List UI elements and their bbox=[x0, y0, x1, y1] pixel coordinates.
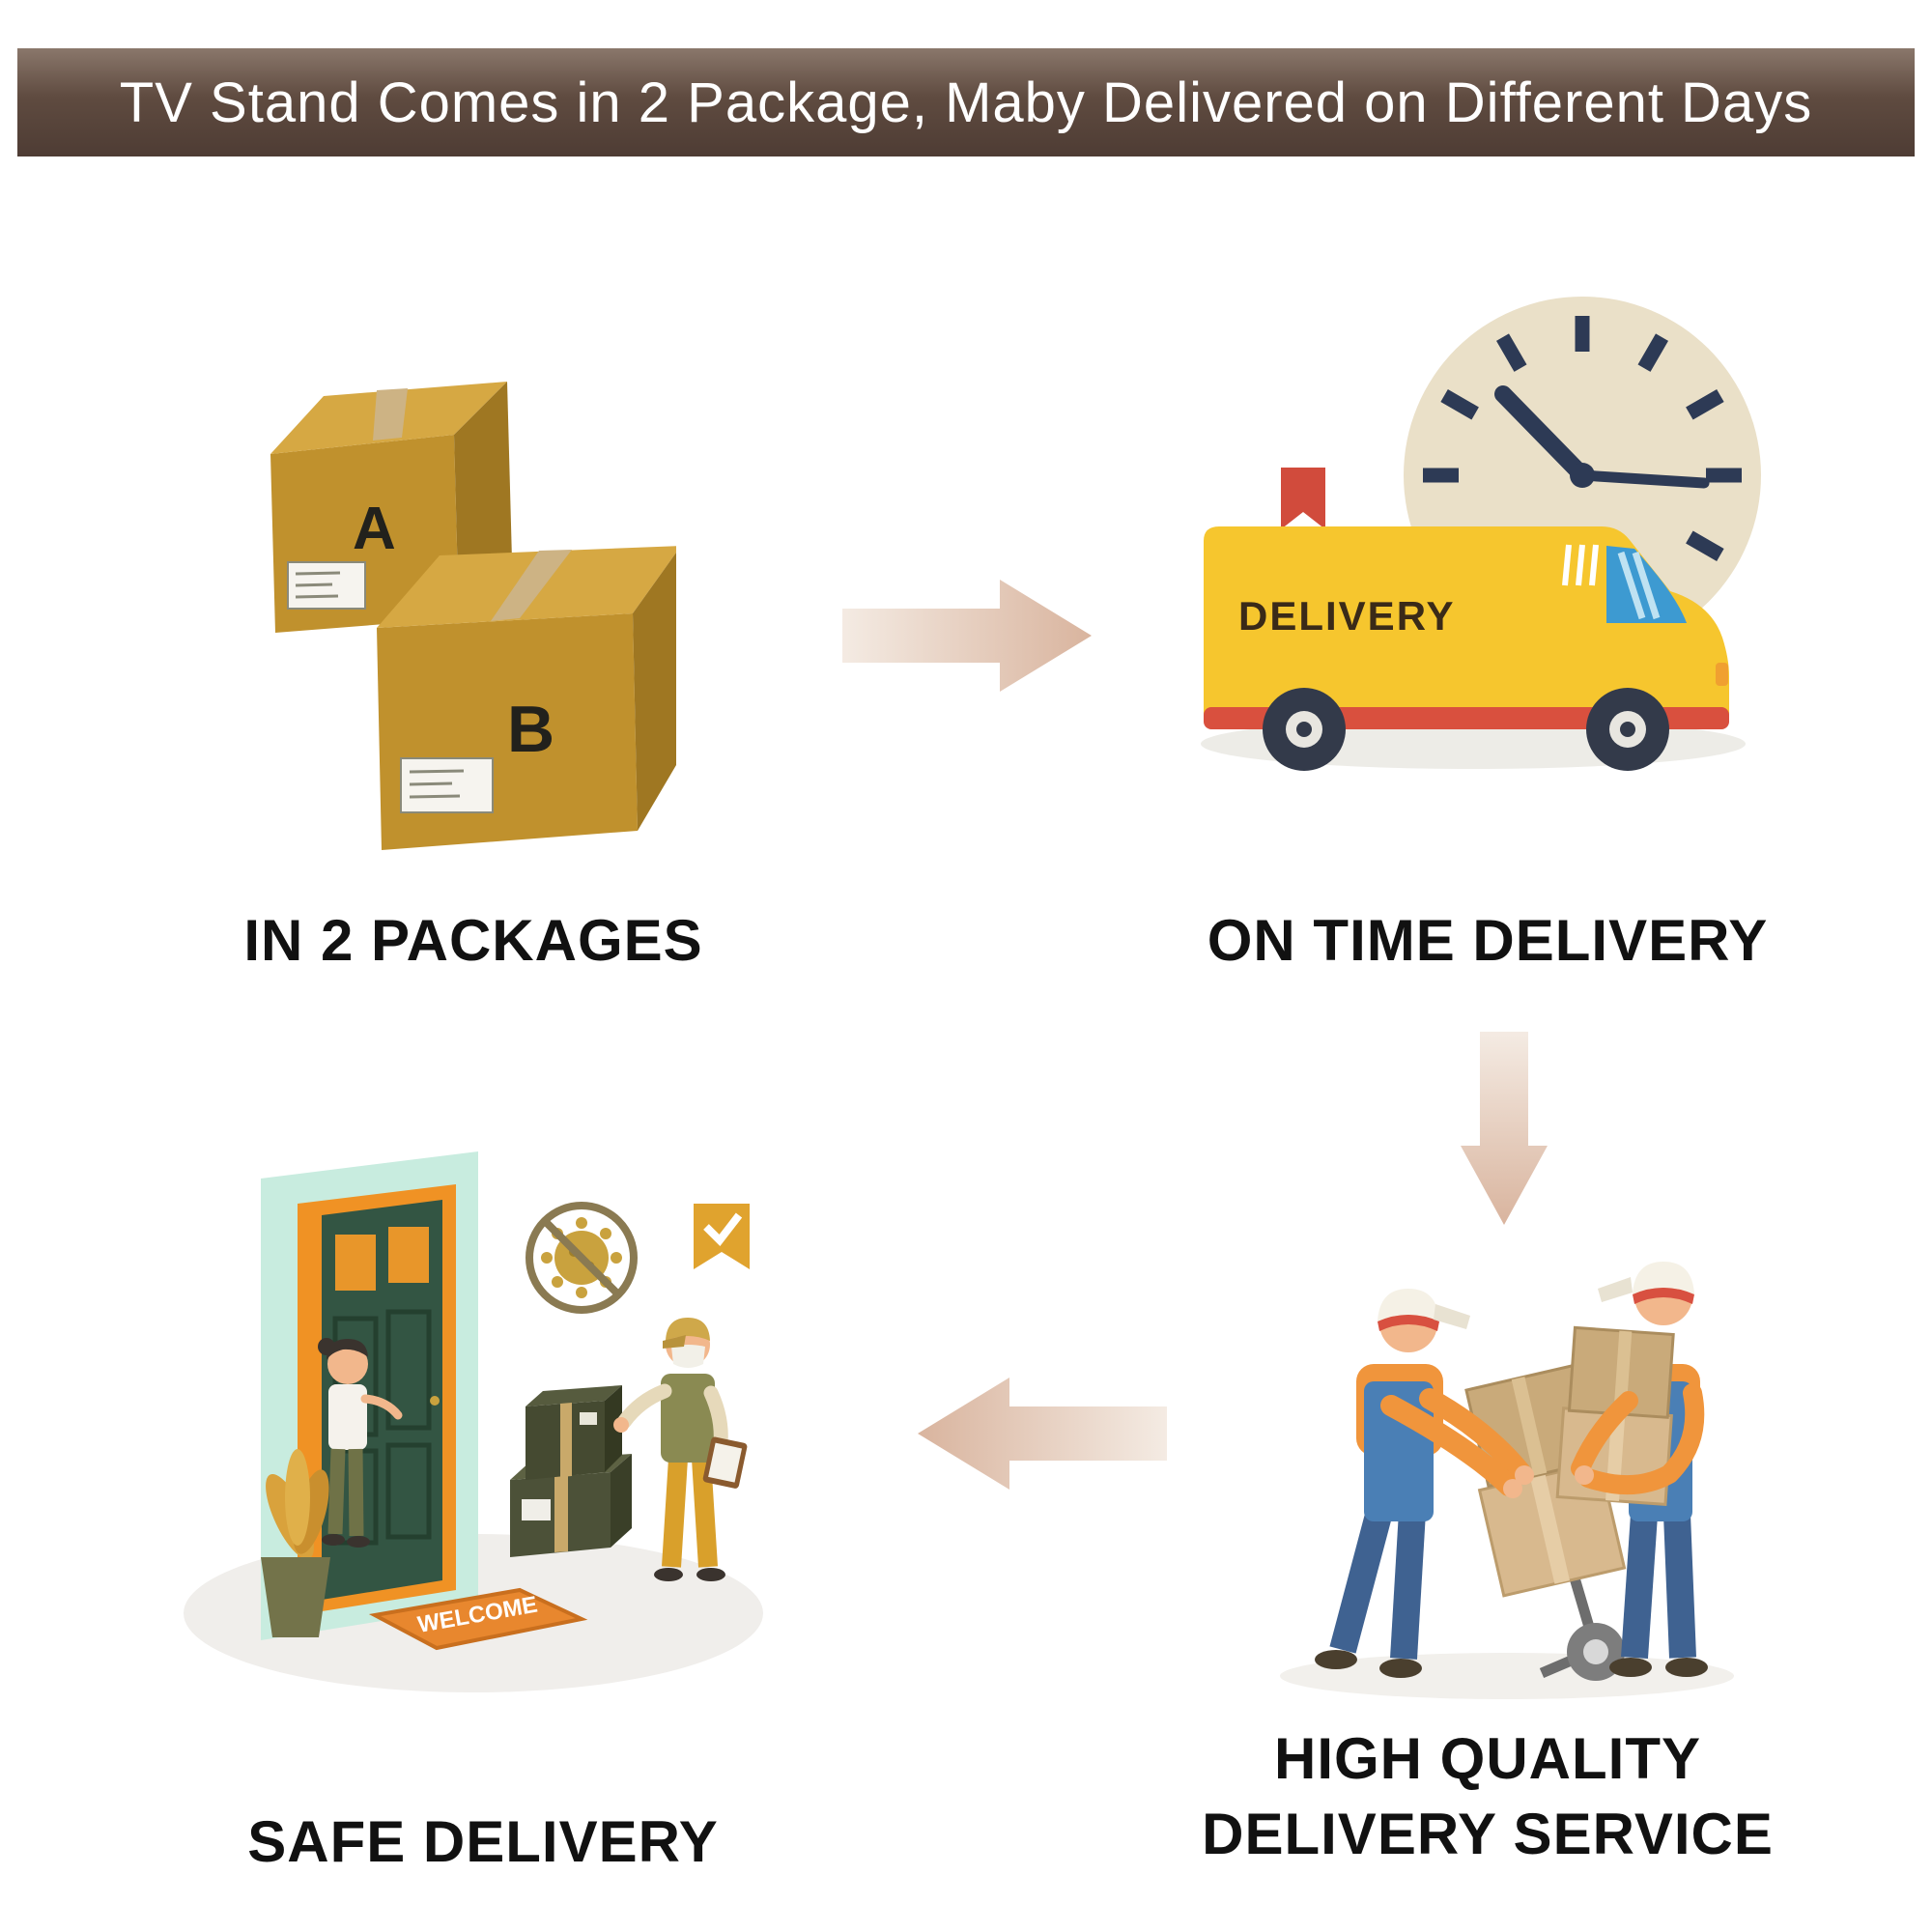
cap-icon bbox=[666, 1318, 710, 1341]
box-b: B bbox=[377, 546, 676, 850]
face-mask-icon bbox=[671, 1345, 705, 1368]
worker-carrying bbox=[1555, 1262, 1708, 1677]
header-banner: TV Stand Comes in 2 Package, Maby Delive… bbox=[17, 48, 1915, 156]
workers-illustration bbox=[1246, 1188, 1748, 1710]
box-b-label: B bbox=[507, 693, 554, 766]
ribbon-icon bbox=[1281, 468, 1325, 529]
no-virus-icon bbox=[526, 1202, 638, 1314]
courier-figure bbox=[613, 1318, 748, 1581]
door-knob bbox=[430, 1396, 440, 1406]
cap-icon bbox=[1633, 1262, 1694, 1294]
caption-in-2-packages: IN 2 PACKAGES bbox=[243, 908, 703, 973]
delivery-van-illustration: DELIVERY bbox=[1188, 290, 1768, 782]
vent-lines bbox=[1562, 544, 1599, 586]
worker-pushing bbox=[1315, 1289, 1534, 1678]
caption-safe-delivery: SAFE DELIVERY bbox=[247, 1809, 719, 1874]
delivery-van: DELIVERY bbox=[1204, 468, 1729, 771]
front-wheel bbox=[1586, 688, 1669, 771]
door-scene-graphic: WELCOME bbox=[184, 1151, 763, 1692]
workers-graphic bbox=[1280, 1262, 1734, 1699]
customer-figure bbox=[318, 1338, 403, 1548]
arrow-right-icon bbox=[842, 572, 1092, 699]
caption-high-quality-line2: DELIVERY SERVICE bbox=[1202, 1802, 1774, 1866]
cap-icon bbox=[1378, 1289, 1439, 1321]
arrow-down-icon bbox=[1461, 1032, 1548, 1225]
plant bbox=[261, 1449, 330, 1637]
van-delivery-label: DELIVERY bbox=[1238, 593, 1455, 639]
packages-illustration: A B bbox=[232, 328, 676, 869]
welcome-mat: WELCOME bbox=[368, 1587, 588, 1651]
caption-high-quality-line1: HIGH QUALITY bbox=[1274, 1726, 1701, 1791]
headlight bbox=[1716, 663, 1728, 686]
clipboard-icon bbox=[702, 1436, 748, 1489]
van-clock-graphic: DELIVERY bbox=[1201, 297, 1761, 771]
box-a-label: A bbox=[353, 496, 396, 562]
packages-graphic: A B bbox=[270, 382, 676, 850]
rear-wheel bbox=[1263, 688, 1346, 771]
arrow-left-icon bbox=[918, 1370, 1167, 1497]
caption-high-quality: HIGH QUALITY DELIVERY SERVICE bbox=[1179, 1721, 1797, 1872]
safe-delivery-illustration: WELCOME bbox=[145, 1111, 821, 1748]
parcel-stack bbox=[510, 1385, 632, 1557]
page-title: TV Stand Comes in 2 Package, Maby Delive… bbox=[119, 71, 1813, 134]
caption-on-time-delivery: ON TIME DELIVERY bbox=[1207, 908, 1769, 973]
verified-badge-icon bbox=[694, 1204, 750, 1269]
